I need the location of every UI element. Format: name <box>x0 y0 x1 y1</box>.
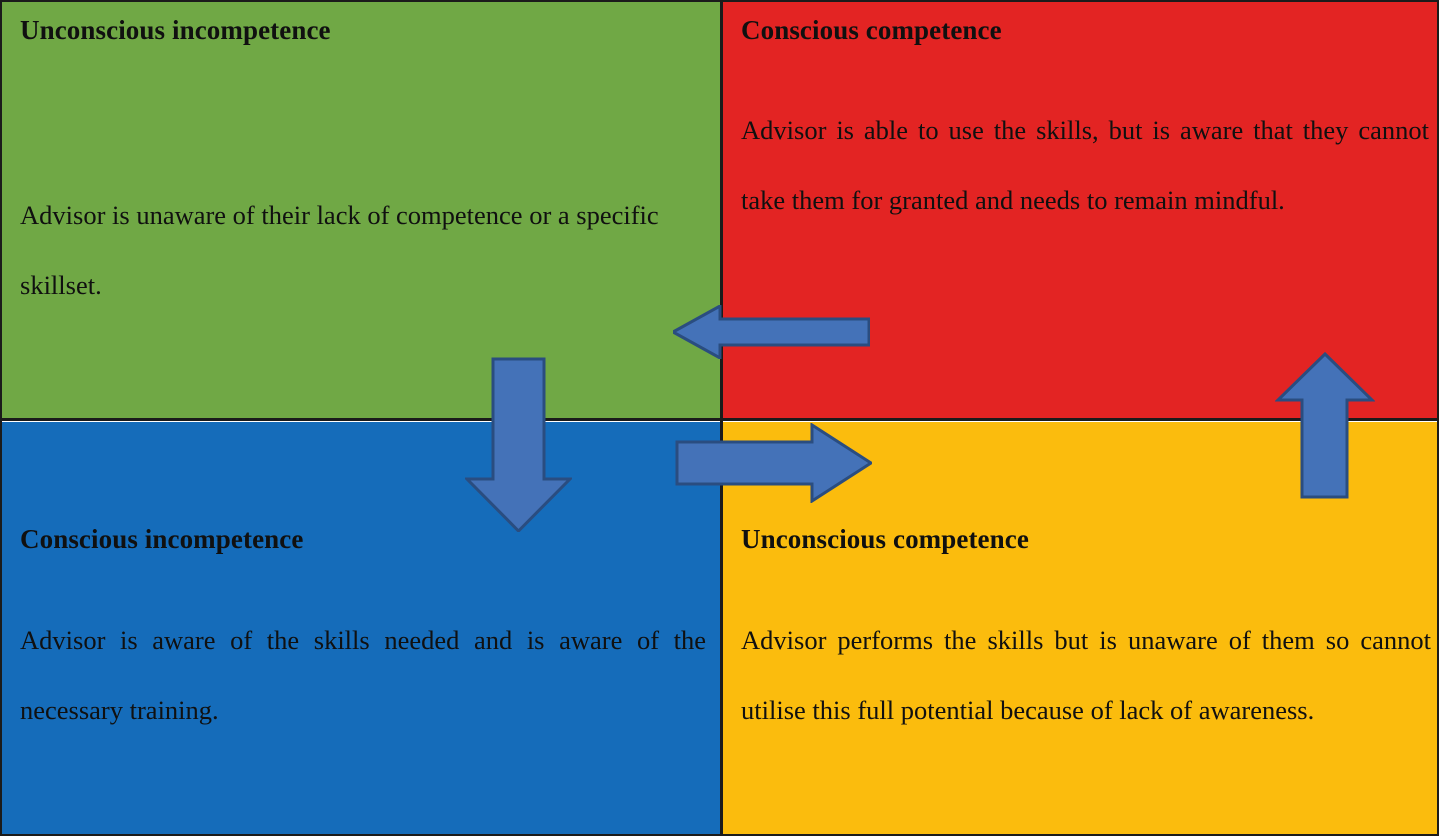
quadrant-unconscious-incompetence: Unconscious incompetence Advisor is unaw… <box>2 2 721 419</box>
quadrant-title-unconscious-incompetence: Unconscious incompetence <box>20 15 331 45</box>
quadrant-body-unconscious-incompetence: Advisor is unaware of their lack of comp… <box>20 200 659 300</box>
arrow-down-icon <box>465 357 572 532</box>
quadrant-title-unconscious-competence: Unconscious competence <box>741 524 1029 554</box>
quadrant-body-conscious-competence: Advisor is able to use the skills, but i… <box>741 115 1429 215</box>
arrow-left-icon <box>673 305 870 359</box>
horizontal-divider <box>2 418 1437 421</box>
quadrant-body-conscious-incompetence: Advisor is aware of the skills needed an… <box>20 625 706 725</box>
quadrant-title-conscious-competence: Conscious competence <box>741 15 1002 45</box>
quadrant-conscious-competence: Conscious competence Advisor is able to … <box>723 2 1437 419</box>
quadrant-body-unconscious-competence: Advisor performs the skills but is unawa… <box>741 625 1431 725</box>
quadrant-conscious-incompetence: Conscious incompetence Advisor is aware … <box>2 422 721 834</box>
arrow-right-icon <box>675 423 872 503</box>
arrow-up-icon <box>1275 352 1375 499</box>
quadrant-title-conscious-incompetence: Conscious incompetence <box>20 524 304 554</box>
quadrant-unconscious-competence: Unconscious competence Advisor performs … <box>723 422 1437 834</box>
